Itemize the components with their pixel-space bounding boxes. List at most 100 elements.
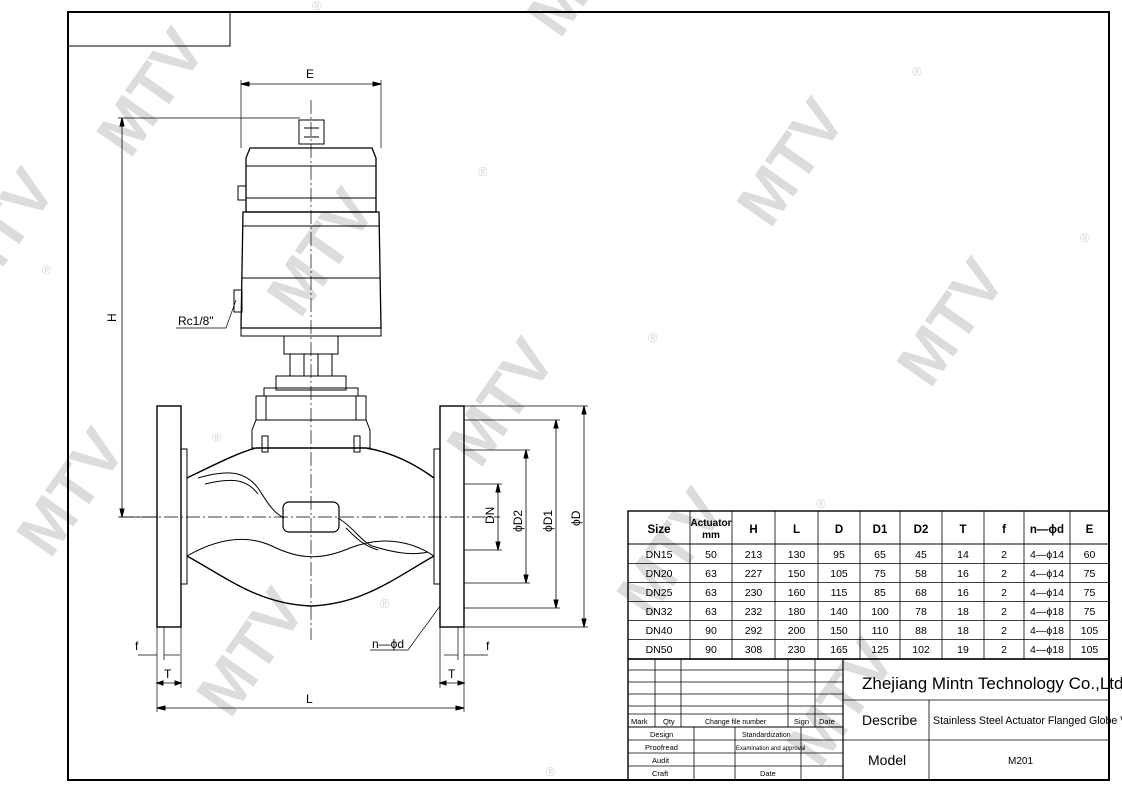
valve-body-outline — [186, 447, 435, 607]
watermark: MTV — [182, 576, 319, 728]
dim-f-left: f — [135, 639, 139, 653]
watermark-registered-marks: ® ® ® ® ® ® ® ® ® ® — [42, 0, 1090, 779]
registered-mark: ® — [648, 330, 658, 345]
table-cell: 232 — [745, 606, 763, 618]
design-label: Design — [650, 730, 673, 739]
registered-mark: ® — [380, 596, 390, 611]
date-label: Date — [819, 717, 835, 726]
table-cell: 105 — [830, 568, 848, 580]
bonnet-nut — [275, 375, 347, 391]
dim-T-left: T — [164, 667, 172, 681]
table-cell: 16 — [957, 568, 969, 580]
table-cell: 2 — [1001, 568, 1007, 580]
table-cell: 90 — [705, 625, 717, 637]
table-cell: 75 — [1084, 606, 1096, 618]
watermark: MTV — [432, 326, 569, 478]
table-cell: 150 — [830, 625, 848, 637]
table-header-cell: T — [959, 524, 966, 536]
table-cell: 2 — [1001, 549, 1007, 561]
table-cell: DN20 — [646, 568, 673, 580]
describe-value: Stainless Steel Actuator Flanged Globe V… — [933, 715, 1122, 727]
table-cell: 4—ϕ14 — [1030, 549, 1064, 561]
table-cell: 102 — [912, 644, 930, 656]
registered-mark: ® — [546, 764, 556, 779]
dim-D1: ϕD1 — [541, 510, 555, 532]
table-header-cell: H — [749, 524, 757, 536]
actuator-base — [240, 327, 382, 337]
registered-mark: ® — [312, 0, 322, 13]
date2-label: Date — [760, 769, 776, 778]
dimension-labels: E H Rc1/8" DN ϕD2 ϕD1 ϕD n—ϕd f T f T L — [105, 67, 583, 706]
table-cell: 125 — [871, 644, 889, 656]
table-cell: 230 — [745, 587, 763, 599]
table-cell: 213 — [745, 549, 763, 561]
title-block — [627, 658, 1110, 781]
registered-mark: ® — [816, 496, 826, 511]
table-header-cell: D — [835, 524, 843, 536]
sheet-border — [67, 11, 1110, 781]
table-cell: 63 — [705, 606, 717, 618]
table-cell: 85 — [874, 587, 886, 599]
table-cell: 115 — [831, 587, 848, 599]
dim-L: L — [306, 692, 313, 706]
audit-label: Audit — [652, 756, 670, 765]
model-value: M201 — [1008, 756, 1033, 767]
stem-window — [282, 501, 340, 533]
table-cell: 58 — [915, 568, 927, 580]
table-cell: 16 — [957, 587, 969, 599]
table-cell: 308 — [745, 644, 763, 656]
dim-DN: DN — [483, 507, 497, 524]
describe-label: Describe — [862, 712, 917, 728]
table-header-cell: L — [793, 524, 800, 536]
table-header-cell: f — [1002, 524, 1006, 536]
side-knob — [237, 185, 247, 201]
table-header-cell: n—ϕd — [1030, 524, 1064, 536]
proofread-label: Proofread — [645, 743, 678, 752]
table-cell: 105 — [1081, 644, 1099, 656]
body-inner-left — [197, 472, 285, 519]
table-header-cell: Size — [647, 524, 670, 536]
dim-D: ϕD — [569, 510, 583, 526]
registered-mark: ® — [42, 262, 52, 277]
table-cell: 88 — [915, 625, 927, 637]
body-lower-curve — [186, 538, 435, 558]
table-cell: 50 — [705, 549, 717, 561]
table-cell: 2 — [1001, 625, 1007, 637]
bonnet-neck — [251, 419, 371, 449]
watermark: MTV — [882, 246, 1019, 398]
table-cell: 200 — [788, 625, 806, 637]
table-cell: 4—ϕ14 — [1030, 568, 1064, 580]
craft-label: Craft — [652, 769, 669, 778]
table-cell: 2 — [1001, 644, 1007, 656]
dim-E: E — [306, 67, 314, 81]
table-cell: 292 — [745, 625, 763, 637]
table-cell: 75 — [1084, 587, 1096, 599]
dim-H: H — [105, 313, 119, 322]
table-cell: 90 — [705, 644, 717, 656]
model-label: Model — [868, 752, 906, 768]
table-header-cell: D1 — [873, 524, 888, 536]
table-cell: 65 — [874, 549, 886, 561]
left-flange — [156, 405, 182, 628]
table-cell: 14 — [957, 549, 969, 561]
body-inner-right — [337, 517, 429, 555]
table-cell: DN15 — [646, 549, 673, 561]
table-cell: 68 — [915, 587, 927, 599]
registered-mark: ® — [478, 164, 488, 179]
standardization-label: Standardization — [742, 732, 791, 739]
table-cell: 150 — [788, 568, 806, 580]
table-cell: 45 — [915, 549, 927, 561]
table-cell: 105 — [1081, 625, 1099, 637]
title-block-text: Zhejiang Mintn Technology Co.,Ltd. Descr… — [631, 674, 1122, 778]
sign-label: Sign — [794, 717, 809, 726]
qty-label: Qty — [663, 717, 675, 726]
table-cell: 18 — [957, 625, 969, 637]
table-cell: 180 — [788, 606, 806, 618]
table-cell: 130 — [788, 549, 806, 561]
table-cell: 165 — [830, 644, 848, 656]
table-cell: 100 — [871, 606, 889, 618]
dim-holes: n—ϕd — [372, 637, 404, 651]
table-cell: 4—ϕ18 — [1030, 625, 1064, 637]
table-cell: 2 — [1001, 587, 1007, 599]
